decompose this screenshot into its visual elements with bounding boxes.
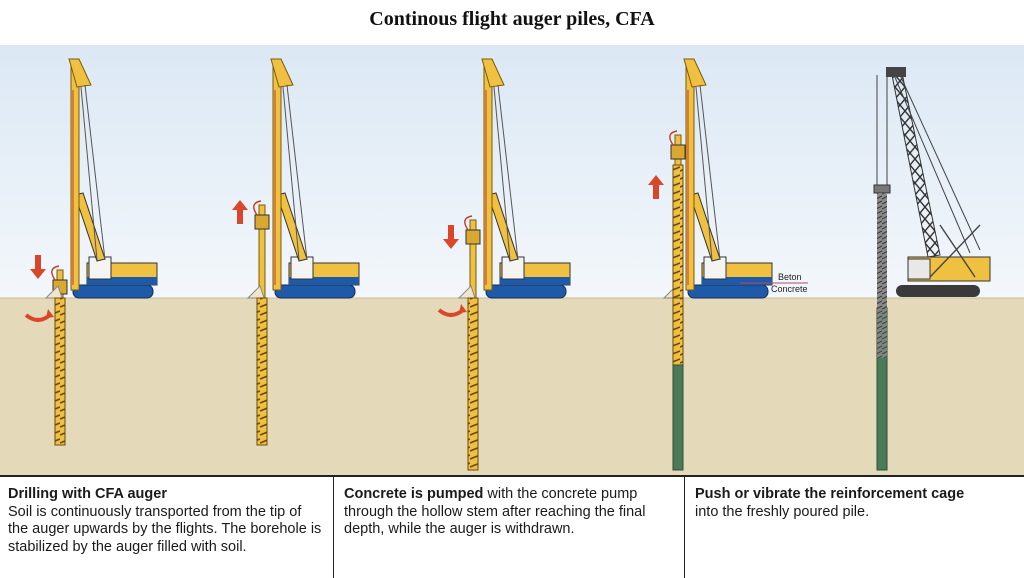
rig-mast [70,64,80,291]
concrete-label: Concrete [771,284,808,294]
stage-drilling-rotation [437,58,571,471]
rig-crawler-track [274,284,356,299]
rig-crawler-track [485,284,567,299]
rig-cable [695,86,713,261]
crane-track [896,285,980,297]
diagram-title: Continous flight auger piles, CFA [369,8,655,30]
rig-body-stripe [500,277,570,285]
reinforcement-cage [877,193,887,368]
rig-mast-head [270,58,294,88]
panel-concreting-body: with the concrete pump through the hollo… [344,486,646,537]
rotation-arrowhead-icon [46,309,54,318]
rig-cable [80,86,98,261]
rig-cable [286,84,308,261]
arrow-up-icon [232,200,248,224]
auger-flight [256,297,268,446]
auger-flight [672,297,684,366]
panel-drilling-heading: Drilling with CFA auger [8,486,167,502]
rig-cable [497,84,519,261]
rig-body-stripe [289,277,359,285]
rotary-drive [254,214,270,230]
spoil-heap [246,285,265,299]
crane-boom-head [886,67,906,77]
panel-reinforcement-heading: Push or vibrate the reinforcement cage [695,486,965,502]
crane-pendant-line [899,74,981,251]
rotation-arrowhead-icon [459,304,467,313]
crane-stay [939,224,976,278]
auger-flight-raised [672,164,684,299]
cage-in-pile [877,298,887,358]
panel-concreting: Concrete is pumped with the concrete pum… [334,477,685,578]
stage-drilling-down [24,58,158,446]
stage-concreting [648,58,773,471]
rig-mast [272,64,282,291]
panel-drilling: Drilling with CFA auger Soil is continuo… [0,477,334,578]
arrow-down-icon [30,255,46,279]
concrete-pile [672,364,684,471]
auger-flight [54,297,66,446]
rig-mast [685,64,695,291]
cage-clamp [873,184,891,194]
rotary-drive [465,229,481,245]
rig-cable [699,84,721,261]
rotary-drive [670,144,686,160]
crane-cabin [907,258,931,280]
description-panels: Drilling with CFA auger Soil is continuo… [0,475,1024,578]
auger-flight [467,297,479,471]
rig-crawler-track [687,284,769,299]
rig-mast [483,64,493,291]
panel-reinforcement-body: into the freshly poured pile. [695,503,870,520]
panel-concreting-heading: Concrete is pumped [344,486,484,502]
rig-body-stripe [87,277,157,285]
rig-cable [84,84,106,261]
rig-cable [493,86,511,261]
arrow-up-icon [648,175,664,199]
rig-cable [282,86,300,261]
crane-pendant-line [893,74,971,254]
arrow-down-icon [443,225,459,249]
stage-cage-insertion [873,67,991,471]
panel-drilling-body: Soil is continuously transported from th… [8,503,322,555]
panel-reinforcement: Push or vibrate the reinforcement cage i… [685,477,1024,578]
spoil-heap [44,285,63,299]
rig-mast-head [68,58,92,88]
beton-label: Beton [778,272,802,282]
rig-body-stripe [702,277,772,285]
rig-mast-head [683,58,707,88]
spoil-heap [457,285,476,299]
concrete-hose-loop [253,200,262,216]
concrete-hose-loop [51,265,60,281]
rig-crawler-track [72,284,154,299]
stage-reaching-depth [232,58,360,446]
ground [0,298,1024,475]
cfa-process-scene: Beton Concrete [0,45,1024,475]
concrete-hose-loop [669,130,678,146]
concrete-hose-loop [464,215,473,231]
crane-stay [929,224,981,278]
rig-mast-head [481,58,505,88]
